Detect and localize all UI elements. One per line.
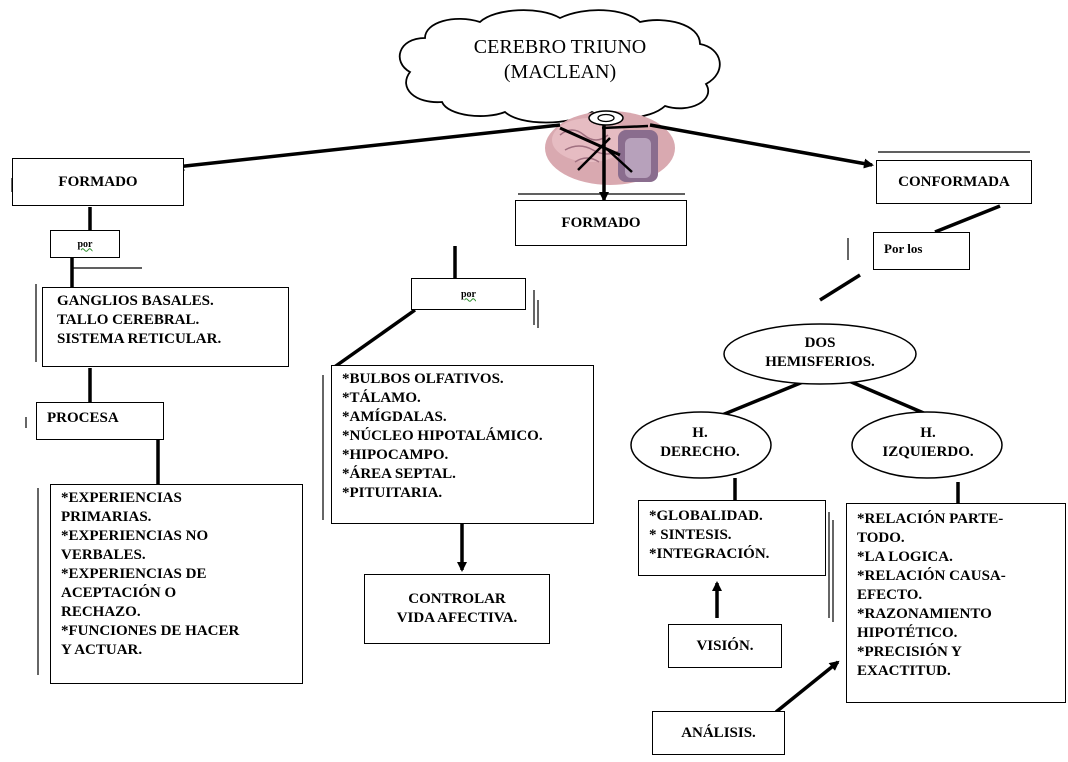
izquierdo-trait: HIPOTÉTICO. [857,625,958,641]
derecho-line: DERECHO. [660,444,740,460]
izquierdo-trait: EXACTITUD. [857,663,951,679]
title-cloud-icon [398,9,721,124]
izquierdo-trait: *RELACIÓN CAUSA- [857,568,1006,584]
experience-line: *FUNCIONES DE HACER [61,623,240,639]
left-formado-box: FORMADO [12,158,184,206]
analisis-box: ANÁLISIS. [652,711,785,755]
izquierdo-label: H. IZQUIERDO. [860,424,996,462]
ellipses [630,323,1003,479]
derecho-trait: *GLOBALIDAD. [649,508,763,524]
experience-line: *EXPERIENCIAS [61,490,182,506]
por-los-label: Por los [884,241,923,256]
control-line: VIDA AFECTIVA. [396,610,518,626]
left-part-item: SISTEMA RETICULAR. [57,331,222,347]
middle-por-label: por [461,288,476,300]
middle-formado-label: FORMADO [561,214,641,231]
experience-line: ACEPTACIÓN O [61,585,177,601]
procesa-box: PROCESA [36,402,164,440]
left-por-box: por [50,230,120,258]
experience-line: RECHAZO. [61,604,141,620]
derecho-line: H. [692,425,708,441]
brain-icon [545,110,675,185]
middle-part-item: *PITUITARIA. [342,485,443,501]
left-parts-box: GANGLIOS BASALES. TALLO CEREBRAL. SISTEM… [42,287,289,367]
izquierdo-trait: EFECTO. [857,587,923,603]
conformada-box: CONFORMADA [876,160,1032,204]
experience-line: VERBALES. [61,547,146,563]
experience-line: Y ACTUAR. [61,642,143,658]
middle-por-box: por [411,278,526,310]
diagram-title: CEREBRO TRIUNO (MACLEAN) [440,35,680,85]
derecho-traits-box: *GLOBALIDAD. * SINTESIS. *INTEGRACIÓN. [638,500,826,576]
middle-parts-box: *BULBOS OLFATIVOS. *TÁLAMO. *AMÍGDALAS. … [331,365,594,524]
title-line-2: (MACLEAN) [503,61,617,83]
izquierdo-line: H. [920,425,936,441]
arrow-to-left-formado [174,123,561,172]
experience-line: PRIMARIAS. [61,509,152,525]
left-part-item: TALLO CEREBRAL. [57,312,200,328]
left-por-label: por [77,238,93,250]
experiences-box: *EXPERIENCIAS PRIMARIAS. *EXPERIENCIAS N… [50,484,303,684]
middle-part-item: *NÚCLEO HIPOTALÁMICO. [342,428,543,444]
analisis-label: ANÁLISIS. [681,724,756,741]
experience-line: *EXPERIENCIAS NO [61,528,209,544]
conformada-label: CONFORMADA [898,173,1010,190]
hemispheres-line: HEMISFERIOS. [765,354,875,370]
control-box: CONTROLAR VIDA AFECTIVA. [364,574,550,644]
hemispheres-line: DOS [804,335,836,351]
experience-line: *EXPERIENCIAS DE [61,566,207,582]
por-los-box: Por los [873,232,970,270]
hemispheres-label: DOS HEMISFERIOS. [740,334,900,372]
middle-part-item: *BULBOS OLFATIVOS. [342,371,504,387]
izquierdo-line: IZQUIERDO. [882,444,974,460]
middle-formado-box: FORMADO [515,200,687,246]
middle-part-item: *AMÍGDALAS. [342,409,447,425]
izquierdo-trait: *LA LOGICA. [857,549,953,565]
middle-part-item: *TÁLAMO. [342,390,421,406]
left-part-item: GANGLIOS BASALES. [57,293,214,309]
vision-label: VISIÓN. [696,637,754,654]
decorative-marks [11,151,1030,675]
title-line-1: CEREBRO TRIUNO [473,36,647,58]
control-line: CONTROLAR [408,591,506,607]
arrow-to-conformada [649,123,874,169]
izquierdo-trait: *RELACIÓN PARTE- [857,511,1004,527]
izquierdo-trait: *PRECISIÓN Y [857,644,962,660]
middle-part-item: *ÁREA SEPTAL. [342,466,456,482]
procesa-label: PROCESA [47,410,119,426]
izquierdo-trait: *RAZONAMIENTO [857,606,992,622]
vision-box: VISIÓN. [668,624,782,668]
derecho-label: H. DERECHO. [640,424,760,462]
derecho-trait: *INTEGRACIÓN. [649,546,770,562]
izquierdo-trait: TODO. [857,530,905,546]
left-formado-label: FORMADO [58,173,138,190]
derecho-trait: * SINTESIS. [649,527,732,543]
middle-part-item: *HIPOCAMPO. [342,447,449,463]
izquierdo-traits-box: *RELACIÓN PARTE- TODO. *LA LOGICA. *RELA… [846,503,1066,703]
